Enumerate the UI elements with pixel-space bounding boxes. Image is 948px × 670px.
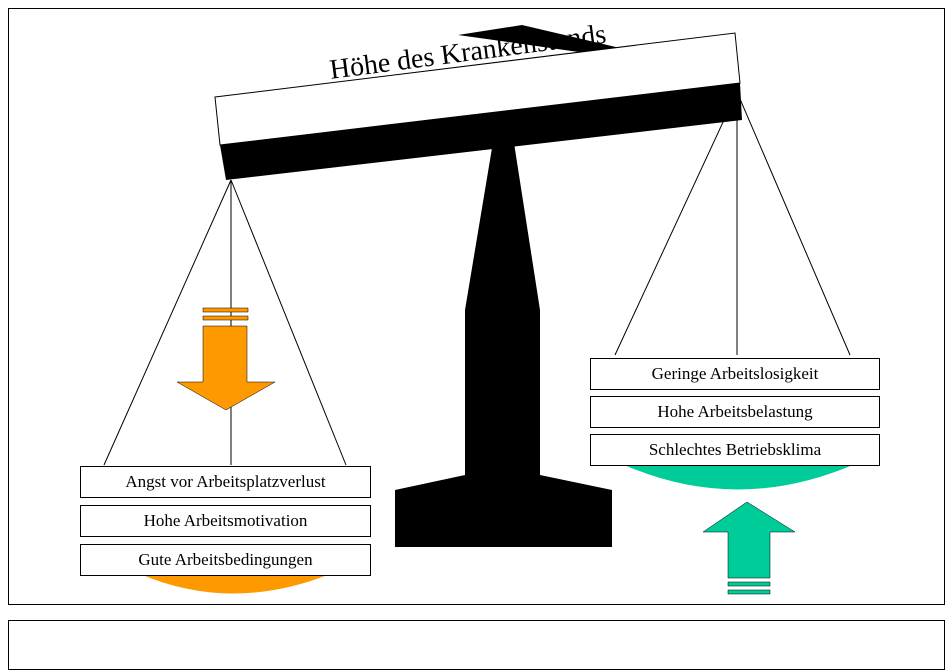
scale-column: [395, 130, 612, 547]
left-arrow: [176, 325, 276, 411]
left-bowl: [140, 574, 330, 594]
right-pan-item: Geringe Arbeitslosigkeit: [590, 358, 880, 390]
right-pan-item: Hohe Arbeitsbelastung: [590, 396, 880, 428]
left-pan-item: Angst vor Arbeitsplatzverlust: [80, 466, 371, 498]
beam-bottom: [220, 83, 742, 180]
scale-stand: [458, 25, 650, 55]
right-bowl: [622, 464, 855, 490]
left-pan-item: Gute Arbeitsbedingungen: [80, 544, 371, 576]
right-pan-item: Schlechtes Betriebsklima: [590, 434, 880, 466]
right-arrow: [702, 501, 796, 579]
left-pan-item: Hohe Arbeitsmotivation: [80, 505, 371, 537]
